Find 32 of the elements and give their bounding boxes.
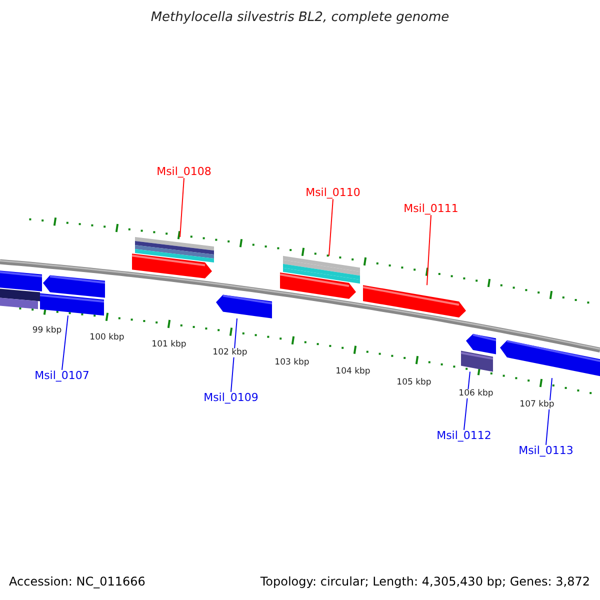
scale-label: 107 kbp	[518, 400, 556, 410]
gene-feature	[500, 340, 600, 378]
gene-label: Msil_0112	[436, 430, 492, 442]
scale-label: 100 kbp	[88, 333, 126, 343]
scale-label: 101 kbp	[150, 340, 188, 350]
leader-line	[328, 198, 334, 256]
gene-feature	[132, 237, 214, 278]
gene-feature	[460, 334, 496, 372]
scale-label: 102 kbp	[212, 348, 248, 358]
leader-line	[180, 178, 184, 238]
gene-label: Msil_0111	[404, 202, 458, 216]
leader-line	[230, 318, 238, 392]
gene-label: Msil_0113	[518, 444, 574, 458]
gene-label: Msil_0109	[204, 392, 258, 404]
scale-label: 104 kbp	[334, 367, 372, 377]
footer-text: Topology: circular; Length: 4,305,430 bp; Genes: 3,872	[260, 575, 590, 589]
title: Methylocella silvestris BL2, complete genome	[150, 10, 450, 26]
scale-label: 105 kbp	[396, 378, 432, 388]
leader-line	[426, 214, 432, 286]
gene-feature	[362, 285, 466, 318]
leader-line	[62, 315, 68, 370]
scale-label: 106 kbp	[458, 389, 494, 399]
scale-label: 99 kbp	[31, 326, 63, 336]
gene-label: Msil_0110	[306, 186, 360, 200]
gene-feature	[280, 256, 360, 299]
scale-label: 103 kbp	[274, 358, 310, 368]
gene-feature	[40, 275, 106, 316]
gene-feature	[216, 294, 272, 318]
gene-feature	[0, 270, 42, 310]
gene-label: Msil_0107	[34, 370, 90, 382]
footer-text: Accession: NC_011666	[9, 575, 146, 589]
gene-label: Msil_0108	[156, 166, 212, 178]
